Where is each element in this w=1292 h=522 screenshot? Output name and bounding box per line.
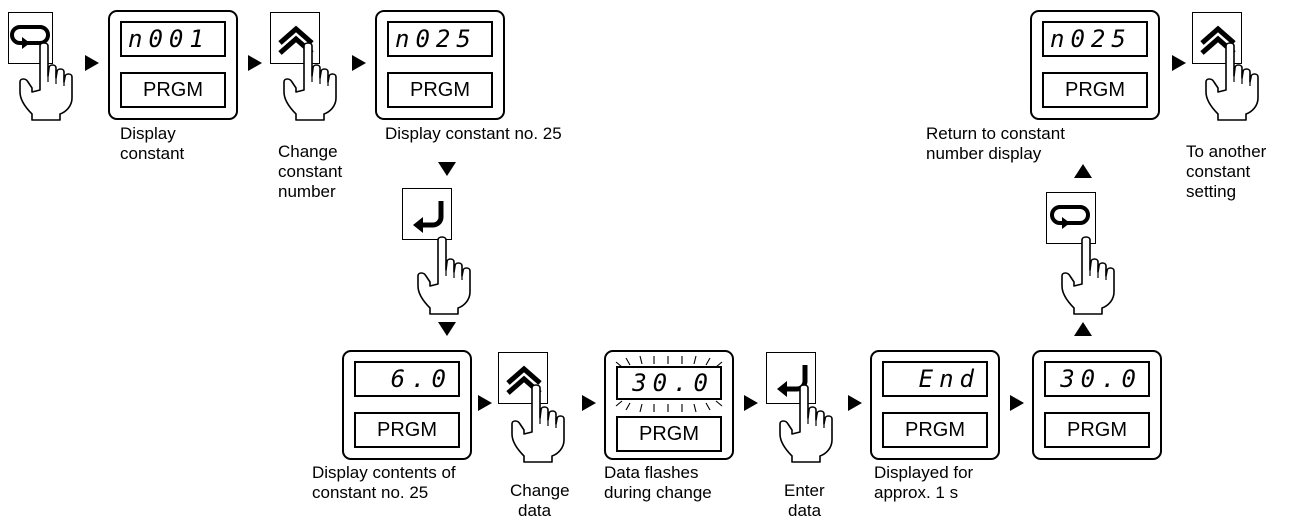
arrow-down-icon [438,322,456,336]
pointing-hand-icon [1205,42,1259,121]
arrow-up-icon [1074,322,1092,336]
caption: during change [604,483,712,502]
caption: Change [510,481,570,500]
arrow-right-icon [582,395,596,411]
caption: constant [278,162,343,181]
caption: Display constant no. 25 [385,124,562,143]
lcd-display: n025 [1042,21,1148,57]
pointing-hand-icon [283,42,337,121]
prgm-key[interactable]: PRGM [387,72,493,108]
mode-key[interactable] [1046,192,1096,244]
arrow-right-icon [352,55,366,71]
pointing-hand-icon [417,236,471,315]
caption: To another [1186,142,1267,161]
lcd-display: n001 [120,21,226,57]
caption: approx. 1 s [874,483,959,502]
prgm-key[interactable]: PRGM [120,72,226,108]
pointing-hand-icon [1061,236,1115,315]
up-key[interactable] [270,12,320,64]
caption: Enter [784,481,825,500]
operator-panel: 6.0 PRGM [342,350,472,460]
caption: data [788,501,822,520]
pointing-hand-icon [779,384,833,463]
lcd-display: End [882,361,988,397]
caption: constant no. 25 [312,483,429,502]
enter-key[interactable] [402,188,452,240]
prgm-key[interactable]: PRGM [882,412,988,448]
caption: Display contents of [312,463,456,482]
lcd-display: 30.0 [1044,361,1150,397]
caption: constant [120,144,185,163]
pointing-hand-icon [511,384,565,463]
arrow-right-icon [848,395,862,411]
mode-key[interactable] [8,12,53,64]
operator-panel: End PRGM [870,350,1000,460]
caption: number display [926,144,1042,163]
caption: Displayed for [874,463,974,482]
arrow-right-icon [1010,395,1024,411]
operator-panel: n025 PRGM [1030,10,1160,120]
prgm-key[interactable]: PRGM [1044,412,1150,448]
caption: setting [1186,182,1237,201]
prgm-key[interactable]: PRGM [1042,72,1148,108]
arrow-right-icon [1172,55,1186,71]
arrow-down-icon [438,162,456,176]
enter-key-icon [411,199,447,235]
caption: constant [1186,162,1251,181]
pointing-hand-icon [19,42,73,121]
caption: Change [278,142,338,161]
operator-panel: 30.0 PRGM [1032,350,1162,460]
prgm-key[interactable]: PRGM [616,416,722,452]
prgm-key[interactable]: PRGM [354,412,460,448]
lcd-display: n025 [387,21,493,57]
operator-panel: n025 PRGM [375,10,505,120]
operator-panel: 30.0 PRGM [604,350,734,460]
lcd-display: 6.0 [354,361,460,397]
arrow-right-icon [248,55,262,71]
arrow-right-icon [478,395,492,411]
caption: Display [120,124,176,143]
mode-key-icon [1050,205,1090,231]
caption: number [278,182,336,201]
arrow-right-icon [744,395,758,411]
caption: Data flashes [604,463,699,482]
arrow-right-icon [85,55,99,71]
caption: data [518,501,552,520]
caption: Return to constant [926,124,1065,143]
operator-panel: n001 PRGM [108,10,238,120]
lcd-display: 30.0 [616,366,722,400]
arrow-up-icon [1074,164,1092,178]
